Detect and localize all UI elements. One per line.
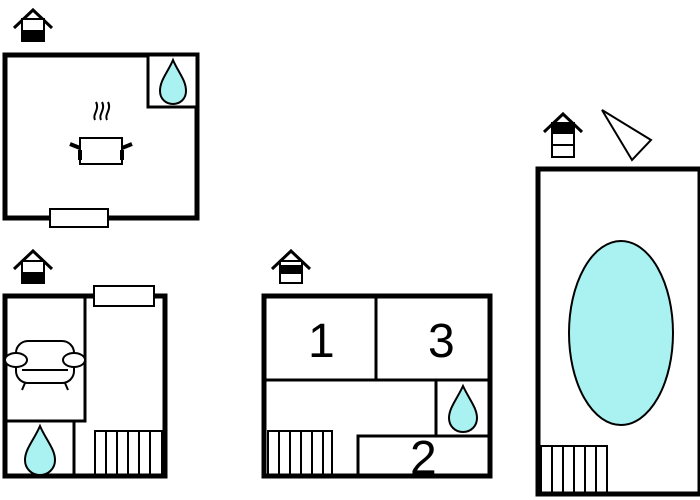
water-drop-icon: [447, 383, 479, 434]
sofa-icon: [4, 340, 86, 391]
bedroom-2: [356, 434, 492, 478]
stairs-icon: [267, 430, 333, 477]
stairs-icon: [94, 430, 163, 477]
house-floor-icon: [542, 111, 584, 158]
water-drop-icon: [23, 423, 57, 477]
pool-icon: [568, 240, 674, 426]
room-number-3: 3: [428, 315, 455, 368]
stairs-icon: [540, 445, 608, 495]
house-floor-icon: [12, 7, 54, 42]
room-number-1: 1: [308, 315, 335, 368]
compass-icon: [601, 109, 653, 162]
living-window: [93, 285, 155, 307]
bedroom-3: [374, 294, 492, 382]
cooking-pot-icon: [69, 101, 133, 165]
bathroom-corner: [3, 419, 76, 478]
kitchen-window: [49, 208, 109, 228]
water-drop-icon: [158, 57, 188, 106]
house-floor-icon: [12, 248, 54, 284]
room-number-2: 2: [410, 432, 437, 485]
house-floor-icon: [270, 248, 312, 284]
